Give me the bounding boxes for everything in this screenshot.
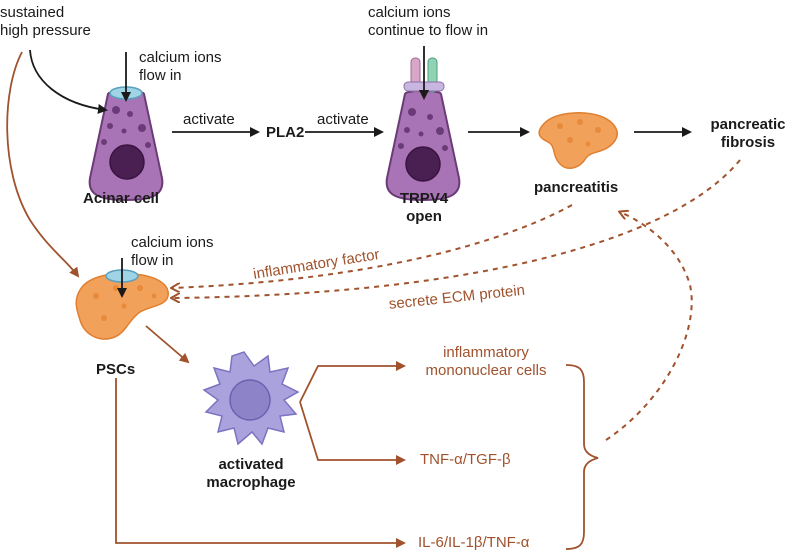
macrophage-icon <box>202 351 300 446</box>
right-brace <box>565 364 599 550</box>
calcium-flow-in-1-line1: calcium ions <box>139 49 222 66</box>
pla2-label: PLA2 <box>266 124 305 141</box>
trpv4-channel-icon <box>403 57 445 93</box>
activate-label-2: activate <box>317 111 369 128</box>
trpv4-line2: open <box>406 208 442 225</box>
calcium-continue-label: calcium ions continue to flow in <box>368 4 488 40</box>
calcium-flow-in-2-line1: calcium ions <box>131 234 214 251</box>
brown-arrows <box>6 51 599 550</box>
fibrosis-line1: pancreatic <box>710 116 786 133</box>
trpv4-line1: TRPV4 <box>399 190 449 207</box>
acinar-cell-2 <box>385 57 461 202</box>
sustained-pressure-line2: high pressure <box>0 22 91 39</box>
il-cytokines-label: IL-6/IL-1β/TNF-α <box>418 534 530 551</box>
calcium-continue-line1: calcium ions <box>368 4 451 21</box>
calcium-flow-in-2-line2: flow in <box>131 252 174 269</box>
macrophage-line2: macrophage <box>206 474 296 491</box>
activate-label-1: activate <box>183 111 235 128</box>
acinar-cell-1 <box>88 86 164 202</box>
tnf-tgf-label: TNF-α/TGF-β <box>420 451 511 468</box>
dashed-arrows <box>172 159 741 441</box>
calcium-flow-in-label-2: calcium ions flow in <box>131 234 214 270</box>
calcium-flow-in-1-line2: flow in <box>139 67 182 84</box>
fibrosis-line2: fibrosis <box>720 134 776 151</box>
calcium-continue-line2: continue to flow in <box>368 22 489 39</box>
mononuclear-line1: inflammatory <box>443 344 529 361</box>
pscs-label: PSCs <box>96 361 136 378</box>
sustained-pressure-line1: sustained <box>0 4 65 21</box>
calcium-flow-in-label-1: calcium ions flow in <box>139 49 222 85</box>
pancreas-icon-pancreatitis <box>538 112 618 169</box>
macrophage-label: activated macrophage <box>196 456 306 492</box>
acinar-cell-label: Acinar cell <box>83 190 159 207</box>
black-arrows <box>29 46 692 298</box>
mononuclear-label: inflammatory mononuclear cells <box>412 344 560 380</box>
mononuclear-line2: mononuclear cells <box>425 362 547 379</box>
sustained-pressure-label: sustained high pressure <box>0 4 91 40</box>
trpv4-label: TRPV4 open <box>392 190 456 226</box>
fibrosis-label: pancreatic fibrosis <box>700 116 796 152</box>
macrophage-line1: activated <box>218 456 284 473</box>
pancreatitis-label: pancreatitis <box>534 179 619 196</box>
